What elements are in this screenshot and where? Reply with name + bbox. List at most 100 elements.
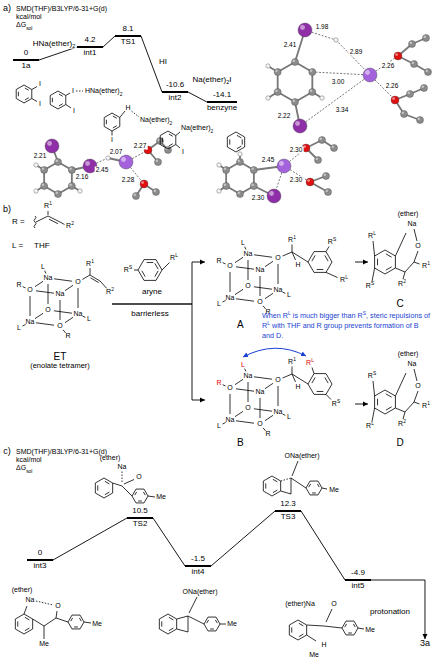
bond-line: [33, 619, 44, 626]
bond-line: [148, 496, 155, 497]
bond-line: [44, 626, 45, 639]
atom-ball: [331, 145, 338, 152]
atom-highlight: [106, 156, 108, 158]
atom-ball: [320, 96, 324, 100]
atom-ball: [277, 159, 291, 173]
bond-line: [324, 626, 342, 628]
double-bond: [386, 394, 392, 397]
species-name: int4: [192, 568, 205, 577]
text-label: Na: [56, 290, 65, 298]
atom-ball: [34, 163, 38, 167]
bond-distance: 2.30: [289, 176, 304, 183]
double-bond: [353, 624, 355, 627]
double-bond: [25, 88, 29, 90]
bond-line: [312, 368, 314, 374]
cube-edge: [48, 284, 49, 304]
text-label: L: [217, 422, 221, 430]
cube-edge: [265, 261, 273, 266]
bond-distance: 2.30: [289, 146, 304, 153]
bond-line: [414, 391, 418, 402]
double-bond: [386, 267, 392, 270]
energy-level: 12.3TS3: [275, 500, 301, 522]
cube-edge: [265, 415, 273, 420]
text-label: L: [41, 263, 45, 271]
double-bond: [147, 262, 154, 263]
bond-distance: 2.21: [33, 152, 48, 159]
bond-line: [188, 616, 204, 624]
double-bond: [377, 399, 378, 406]
bond-line: [84, 622, 91, 623]
ring-outline: [263, 476, 280, 496]
energy-value: -4.9: [351, 569, 365, 578]
bond-line: [66, 105, 71, 109]
double-bond: [169, 134, 173, 136]
bond-line: [292, 461, 298, 476]
double-bond: [59, 104, 63, 106]
atom-ball: [425, 69, 432, 76]
bond-distance: 3.00: [331, 78, 346, 85]
ring-outline: [375, 390, 396, 414]
cube-edge: [36, 291, 54, 293]
profile-line: [53, 518, 127, 560]
bond-line: [395, 373, 406, 396]
double-bond: [169, 628, 174, 631]
atom-highlight: [408, 92, 410, 94]
ring-outline: [95, 478, 112, 498]
bond-distance: 2.26: [385, 82, 400, 89]
text-label: O: [55, 602, 60, 610]
cube-edge: [265, 383, 273, 388]
atom-ball: [140, 180, 148, 188]
text-label: RL: [306, 359, 314, 367]
reaction-arrow: [112, 304, 205, 400]
atom-ball: [407, 91, 414, 98]
atom-ball: [133, 193, 140, 200]
double-bond: [162, 138, 163, 142]
bond-line: [162, 263, 170, 271]
text-label: R: [216, 257, 221, 265]
bond-line: [405, 402, 414, 412]
double-bond: [273, 490, 278, 493]
atom-ball: [309, 69, 316, 76]
species-name: int5: [352, 582, 365, 591]
atom-highlight: [324, 174, 326, 176]
ligand-bond: [45, 271, 46, 274]
level-bar: [275, 510, 301, 512]
ring-outline: [132, 489, 148, 503]
double-bond: [273, 479, 278, 482]
bond-line: [307, 635, 316, 641]
atom-ball: [409, 41, 416, 48]
bond-line: [326, 247, 329, 252]
text-label: L: [241, 361, 245, 369]
cube-edge: [54, 279, 72, 281]
double-bond: [25, 617, 30, 620]
bond-line: [414, 251, 418, 262]
cube-edge: [230, 272, 231, 292]
dashed-contact: [36, 601, 53, 605]
atom-ball: [417, 117, 424, 124]
double-bond: [97, 485, 98, 490]
ring-outline: [159, 614, 176, 634]
double-bond: [138, 500, 142, 501]
atom-ball: [306, 178, 314, 186]
text-label: H: [295, 261, 300, 269]
bond-line: [134, 270, 138, 271]
bond-line: [395, 233, 406, 256]
ligand-bond: [245, 369, 246, 372]
double-bond: [207, 620, 209, 623]
text-label: (ether): [398, 210, 419, 218]
atom-highlight: [275, 70, 277, 72]
ring-outline: [138, 260, 162, 281]
atom-highlight: [78, 189, 80, 191]
atom-ball: [217, 163, 221, 167]
bond-distance: 2.89: [349, 48, 364, 55]
text-label: I: [39, 100, 41, 108]
text-label: Na: [26, 596, 35, 604]
text-label: Me: [365, 626, 375, 634]
bond-line: [373, 241, 375, 256]
text-label: R2: [398, 420, 406, 428]
bond-distance: 1.98: [315, 23, 330, 30]
bond-line: [372, 408, 375, 422]
atom-ball: [319, 137, 326, 144]
ring-outline: [342, 621, 358, 635]
text-label: ΔGsol: [16, 21, 32, 29]
